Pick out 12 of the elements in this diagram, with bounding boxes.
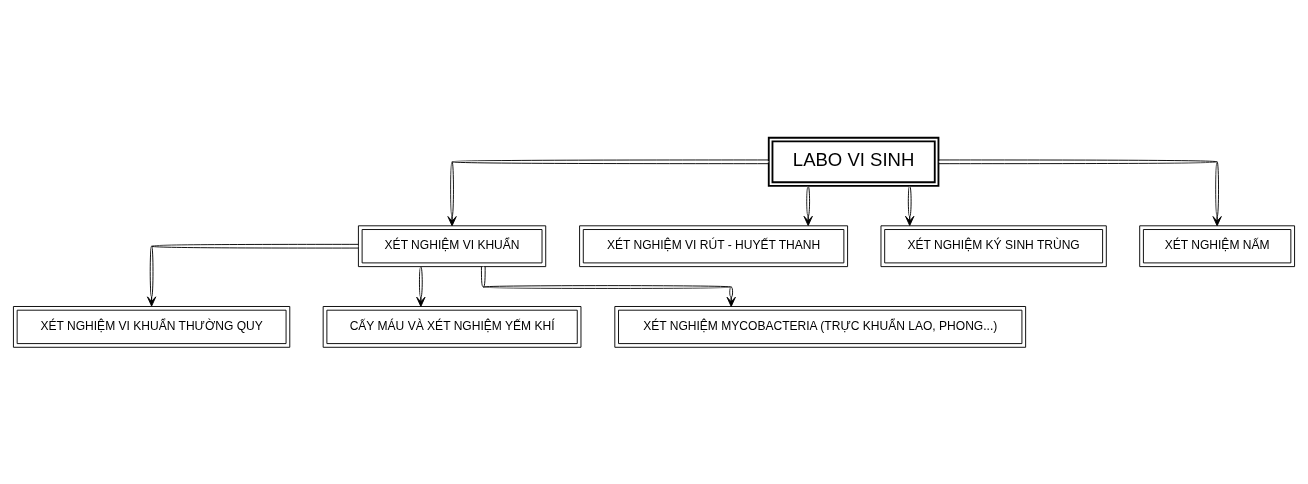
node-box: XÉT NGHIỆM VI KHUẨN THƯỜNG QUY [12, 305, 291, 348]
arrow [416, 266, 426, 307]
arrow [480, 265, 736, 307]
arrow [938, 159, 1222, 226]
node-box: LABO VI SINH [767, 136, 940, 187]
node-box: CẤY MÁU VÀ XÉT NGHIỆM YẾM KHÍ [322, 305, 582, 348]
node-box: XÉT NGHIỆM VI KHUẨN [357, 224, 547, 267]
arrow [447, 159, 770, 226]
node-box: XÉT NGHIỆM MYCOBACTERIA (TRỰC KHUẨN LAO, PHONG...) [614, 305, 1027, 348]
arrow [146, 243, 359, 307]
arrow [905, 185, 915, 226]
arrow [803, 185, 813, 226]
